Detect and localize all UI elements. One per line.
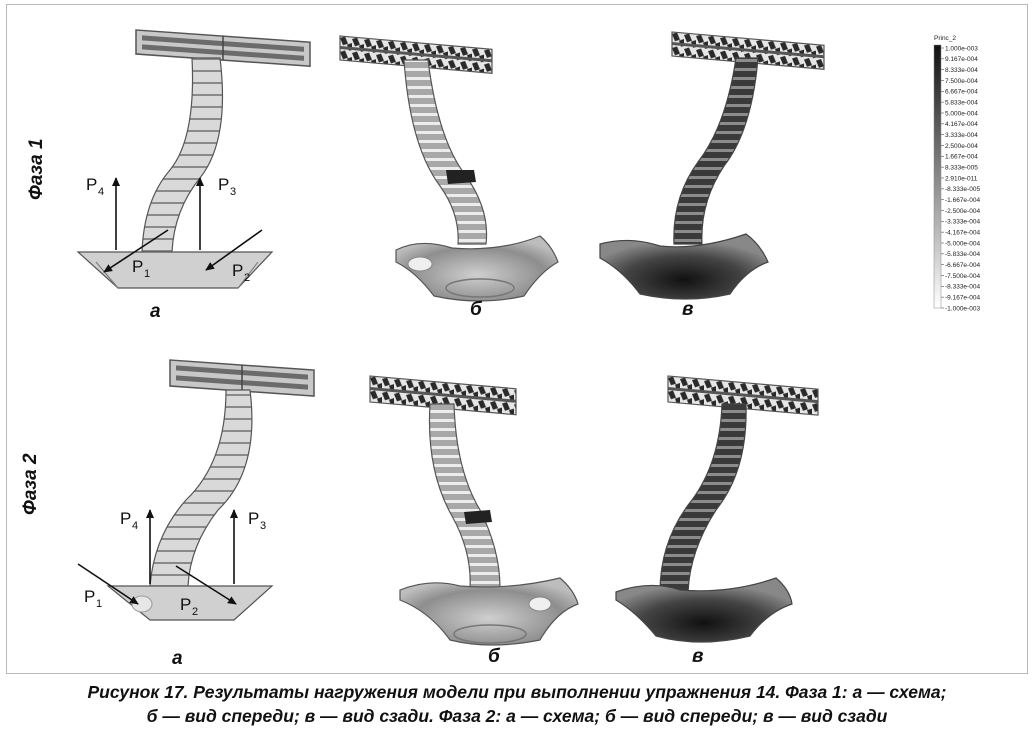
legend-tick-label: -1.667e-004 bbox=[945, 197, 980, 204]
legend-tick-label: 4.167e-004 bbox=[945, 121, 978, 128]
caption-line-1: Рисунок 17. Результаты нагружения модели… bbox=[87, 682, 947, 702]
panel-label-a-phase-1: а bbox=[150, 301, 161, 322]
legend-tick-label: -3.333e-004 bbox=[945, 219, 980, 226]
legend-tick-label: -5.833e-004 bbox=[945, 251, 980, 258]
legend-tick-label: -7.500e-004 bbox=[945, 273, 980, 280]
legend-tick-label: 1.000e-003 bbox=[945, 45, 978, 52]
phase-label-1: Фаза 1 bbox=[26, 138, 47, 200]
legend-tick-label: 3.333e-004 bbox=[945, 132, 978, 139]
caption-line-2: б — вид спереди; в — вид сзади. Фаза 2: … bbox=[146, 706, 888, 726]
force-p4-phase-1: P bbox=[86, 175, 97, 194]
panel-label-b-phase-1: б bbox=[470, 299, 483, 320]
figure-frame bbox=[6, 4, 1028, 674]
legend-tick-label: 8.333e-005 bbox=[945, 164, 978, 171]
force-p3-sub-phase-1: 3 bbox=[230, 186, 236, 198]
force-p4-phase-2: P bbox=[120, 509, 131, 528]
front-view-phase-2 bbox=[369, 375, 579, 646]
panel-label-v-phase-2: в bbox=[692, 646, 703, 667]
force-p2-sub-phase-2: 2 bbox=[192, 606, 198, 618]
diagram: Фаза 1 Фаза 2 P 4 P 3 P 1 P 2 bbox=[20, 29, 980, 669]
back-view-phase-1 bbox=[599, 31, 825, 300]
legend-tick-label: 2.500e-004 bbox=[945, 143, 978, 150]
force-p1-sub-phase-2: 1 bbox=[96, 598, 102, 610]
legend-tick-label: 1.667e-004 bbox=[945, 154, 978, 161]
legend-tick-label: 9.167e-004 bbox=[945, 56, 978, 63]
legend-tick-label: -1.000e-003 bbox=[945, 305, 980, 312]
force-p3-phase-1: P bbox=[218, 175, 229, 194]
legend-tick-label: -2.500e-004 bbox=[945, 208, 980, 215]
panel-label-b-phase-2: б bbox=[488, 646, 501, 667]
legend-tick-label: -8.333e-005 bbox=[945, 186, 980, 193]
force-p1-sub-phase-1: 1 bbox=[144, 268, 150, 280]
force-p4-sub-phase-1: 4 bbox=[98, 186, 104, 198]
panel-label-v-phase-1: в bbox=[682, 299, 693, 320]
legend-title: Princ_2 bbox=[934, 35, 956, 42]
force-p2-phase-2: P bbox=[180, 595, 191, 614]
phase-label-2: Фаза 2 bbox=[20, 453, 41, 515]
legend-tick-label: 6.667e-004 bbox=[945, 89, 978, 96]
legend-tick-label: 7.500e-004 bbox=[945, 78, 978, 85]
legend-tick-label: 2.910e-011 bbox=[945, 175, 978, 182]
figure-caption: Рисунок 17. Результаты нагружения модели… bbox=[0, 680, 1034, 728]
back-view-phase-2 bbox=[615, 375, 819, 643]
front-view-phase-1 bbox=[339, 35, 559, 302]
legend-tick-label: -9.167e-004 bbox=[945, 294, 980, 301]
legend-tick-label: 5.000e-004 bbox=[945, 110, 978, 117]
force-p4-sub-phase-2: 4 bbox=[132, 520, 138, 532]
force-p2-sub-phase-1: 2 bbox=[244, 272, 250, 284]
legend-tick-label: 8.333e-004 bbox=[945, 67, 978, 74]
schematic-phase-1: P 4 P 3 P 1 P 2 bbox=[76, 29, 311, 289]
legend-tick-label: -4.167e-004 bbox=[945, 229, 980, 236]
legend-tick-label: -8.333e-004 bbox=[945, 284, 980, 291]
force-p2-phase-1: P bbox=[232, 261, 243, 280]
legend-tick-label: 5.833e-004 bbox=[945, 99, 978, 106]
legend-tick-label: -6.667e-004 bbox=[945, 262, 980, 269]
force-p1-phase-1: P bbox=[132, 257, 143, 276]
color-legend: Princ_2 1.000e-003 9.167e-004 8.333e-004 7.… bbox=[933, 35, 980, 312]
force-p3-phase-2: P bbox=[248, 509, 259, 528]
legend-tick-label: -5.000e-004 bbox=[945, 240, 980, 247]
force-p1-phase-2: P bbox=[84, 587, 95, 606]
schematic-phase-2: P 4 P 3 P 1 P 2 bbox=[77, 359, 315, 621]
panel-label-a-phase-2: а bbox=[172, 648, 183, 669]
force-p3-sub-phase-2: 3 bbox=[260, 520, 266, 532]
